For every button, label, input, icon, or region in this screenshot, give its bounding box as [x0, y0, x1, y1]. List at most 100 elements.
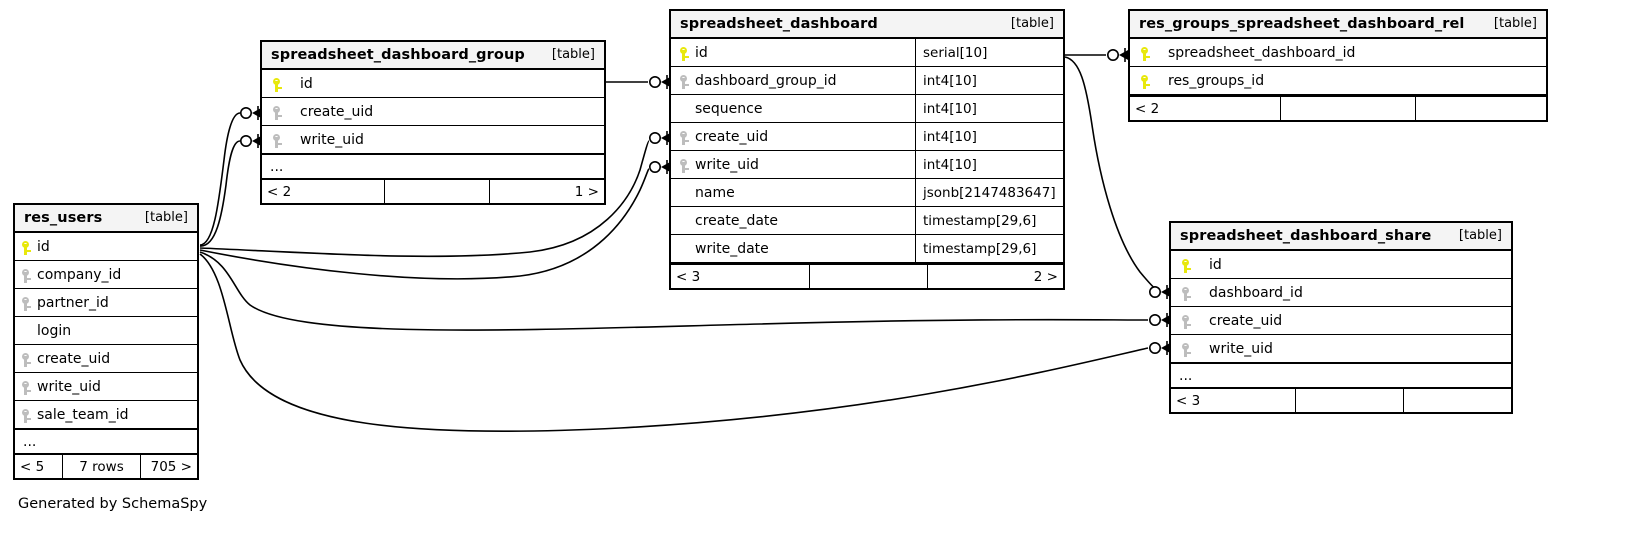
footer-prev-count[interactable]: < 3: [676, 268, 701, 285]
column-name: write_uid: [300, 131, 364, 148]
table-row[interactable]: create_uid: [262, 98, 604, 126]
foreign-key-icon: [22, 267, 33, 283]
footer-row-count: 7 rows: [62, 455, 140, 478]
table-spreadsheet_dashboard_share[interactable]: spreadsheet_dashboard_share [table] id d…: [1169, 221, 1513, 414]
primary-key-icon: [1141, 73, 1152, 89]
table-type-tag: [table]: [1493, 16, 1537, 31]
table-title: spreadsheet_dashboard: [680, 15, 878, 32]
table-row[interactable]: login: [15, 317, 197, 345]
column-name-cell: create_uid: [671, 123, 915, 150]
column-type: int4[10]: [915, 67, 1063, 94]
foreign-key-icon: [22, 407, 33, 423]
footer-next-count[interactable]: 2 >: [927, 265, 1063, 288]
table-row[interactable]: res_groups_id: [1130, 67, 1546, 95]
column-name-cell: dashboard_group_id: [671, 67, 915, 94]
column-name-cell: login: [15, 317, 197, 344]
footer-prev-count[interactable]: < 5: [20, 458, 45, 475]
table-spreadsheet_dashboard_group[interactable]: spreadsheet_dashboard_group [table] id c…: [260, 40, 606, 205]
column-name: create_uid: [695, 128, 769, 145]
footer-next-count[interactable]: [1403, 389, 1511, 412]
table-footer: < 2 1 >: [262, 178, 604, 203]
footer-prev-count[interactable]: < 2: [1135, 100, 1160, 117]
table-spreadsheet_dashboard[interactable]: spreadsheet_dashboard [table] id serial[…: [669, 9, 1065, 290]
table-row[interactable]: name jsonb[2147483647]: [671, 179, 1063, 207]
column-name-cell: id: [262, 70, 604, 97]
column-name-cell: partner_id: [15, 289, 197, 316]
column-name: partner_id: [37, 294, 109, 311]
table-row[interactable]: write_uid int4[10]: [671, 151, 1063, 179]
table-row[interactable]: partner_id: [15, 289, 197, 317]
foreign-key-icon: [1182, 285, 1193, 301]
table-title: res_users: [24, 209, 103, 226]
column-name-cell: create_uid: [1171, 307, 1511, 334]
edge-users-id-to-sdg-create-uid: [199, 106, 262, 246]
column-name: spreadsheet_dashboard_id: [1168, 44, 1356, 61]
column-name: res_groups_id: [1168, 72, 1265, 89]
table-header: res_groups_spreadsheet_dashboard_rel [ta…: [1130, 11, 1546, 39]
column-name: sale_team_id: [37, 406, 129, 423]
table-row[interactable]: create_uid: [1171, 307, 1511, 335]
table-row[interactable]: create_date timestamp[29,6]: [671, 207, 1063, 235]
column-name-cell: write_uid: [262, 126, 604, 153]
column-name-cell: sequence: [671, 95, 915, 122]
foreign-key-icon: [680, 73, 691, 89]
footer-row-count: [1295, 389, 1403, 412]
table-row[interactable]: spreadsheet_dashboard_id: [1130, 39, 1546, 67]
column-name: dashboard_id: [1209, 284, 1303, 301]
table-row[interactable]: id: [262, 70, 604, 98]
footer-next-count[interactable]: [1415, 97, 1546, 120]
column-name: write_date: [695, 240, 769, 257]
table-row[interactable]: write_uid: [15, 373, 197, 401]
column-name-cell: write_uid: [671, 151, 915, 178]
table-title: spreadsheet_dashboard_group: [271, 46, 525, 63]
table-row[interactable]: dashboard_id: [1171, 279, 1511, 307]
column-type: jsonb[2147483647]: [915, 179, 1063, 206]
footer-row-count: [384, 180, 489, 203]
foreign-key-icon: [22, 295, 33, 311]
table-row[interactable]: dashboard_group_id int4[10]: [671, 67, 1063, 95]
footer-next-count[interactable]: 1 >: [489, 180, 604, 203]
primary-key-icon: [22, 239, 33, 255]
table-row[interactable]: id: [1171, 251, 1511, 279]
foreign-key-icon: [1182, 313, 1193, 329]
table-type-tag: [table]: [144, 210, 188, 225]
edge-users-id-to-sdg-write-uid: [199, 134, 262, 247]
footer-next-count[interactable]: 705 >: [140, 455, 197, 478]
table-row[interactable]: sequence int4[10]: [671, 95, 1063, 123]
table-header: spreadsheet_dashboard [table]: [671, 11, 1063, 39]
table-row[interactable]: write_uid: [262, 126, 604, 154]
column-name: dashboard_group_id: [695, 72, 837, 89]
foreign-key-icon: [22, 351, 33, 367]
column-name: write_uid: [37, 378, 101, 395]
column-name: company_id: [37, 266, 122, 283]
column-name-cell: write_uid: [15, 373, 197, 400]
foreign-key-icon: [273, 132, 284, 148]
table-row[interactable]: create_uid int4[10]: [671, 123, 1063, 151]
table-header: spreadsheet_dashboard_group [table]: [262, 42, 604, 70]
column-name: name: [695, 184, 735, 201]
table-res_groups_spreadsheet_dashboard_rel[interactable]: res_groups_spreadsheet_dashboard_rel [ta…: [1128, 9, 1548, 122]
table-res_users[interactable]: res_users [table] id company_id partner_…: [13, 203, 199, 480]
table-row[interactable]: id serial[10]: [671, 39, 1063, 67]
column-name: id: [695, 44, 708, 61]
table-row[interactable]: sale_team_id: [15, 401, 197, 429]
table-row[interactable]: write_uid: [1171, 335, 1511, 363]
footer-prev-count[interactable]: < 3: [1176, 392, 1201, 409]
column-type: timestamp[29,6]: [915, 235, 1063, 262]
footer-prev-count[interactable]: < 2: [267, 183, 292, 200]
table-row[interactable]: create_uid: [15, 345, 197, 373]
table-type-tag: [table]: [1458, 228, 1502, 243]
column-name-cell: create_uid: [262, 98, 604, 125]
table-footer: < 2: [1130, 95, 1546, 120]
column-name-cell: write_date: [671, 235, 915, 262]
table-row[interactable]: company_id: [15, 261, 197, 289]
column-name-cell: id: [671, 39, 915, 66]
table-type-tag: [table]: [551, 47, 595, 62]
column-name: id: [37, 238, 50, 255]
column-name: create_uid: [1209, 312, 1283, 329]
column-name-cell: company_id: [15, 261, 197, 288]
table-row[interactable]: write_date timestamp[29,6]: [671, 235, 1063, 263]
column-name-cell: res_groups_id: [1130, 67, 1546, 94]
table-row[interactable]: id: [15, 233, 197, 261]
